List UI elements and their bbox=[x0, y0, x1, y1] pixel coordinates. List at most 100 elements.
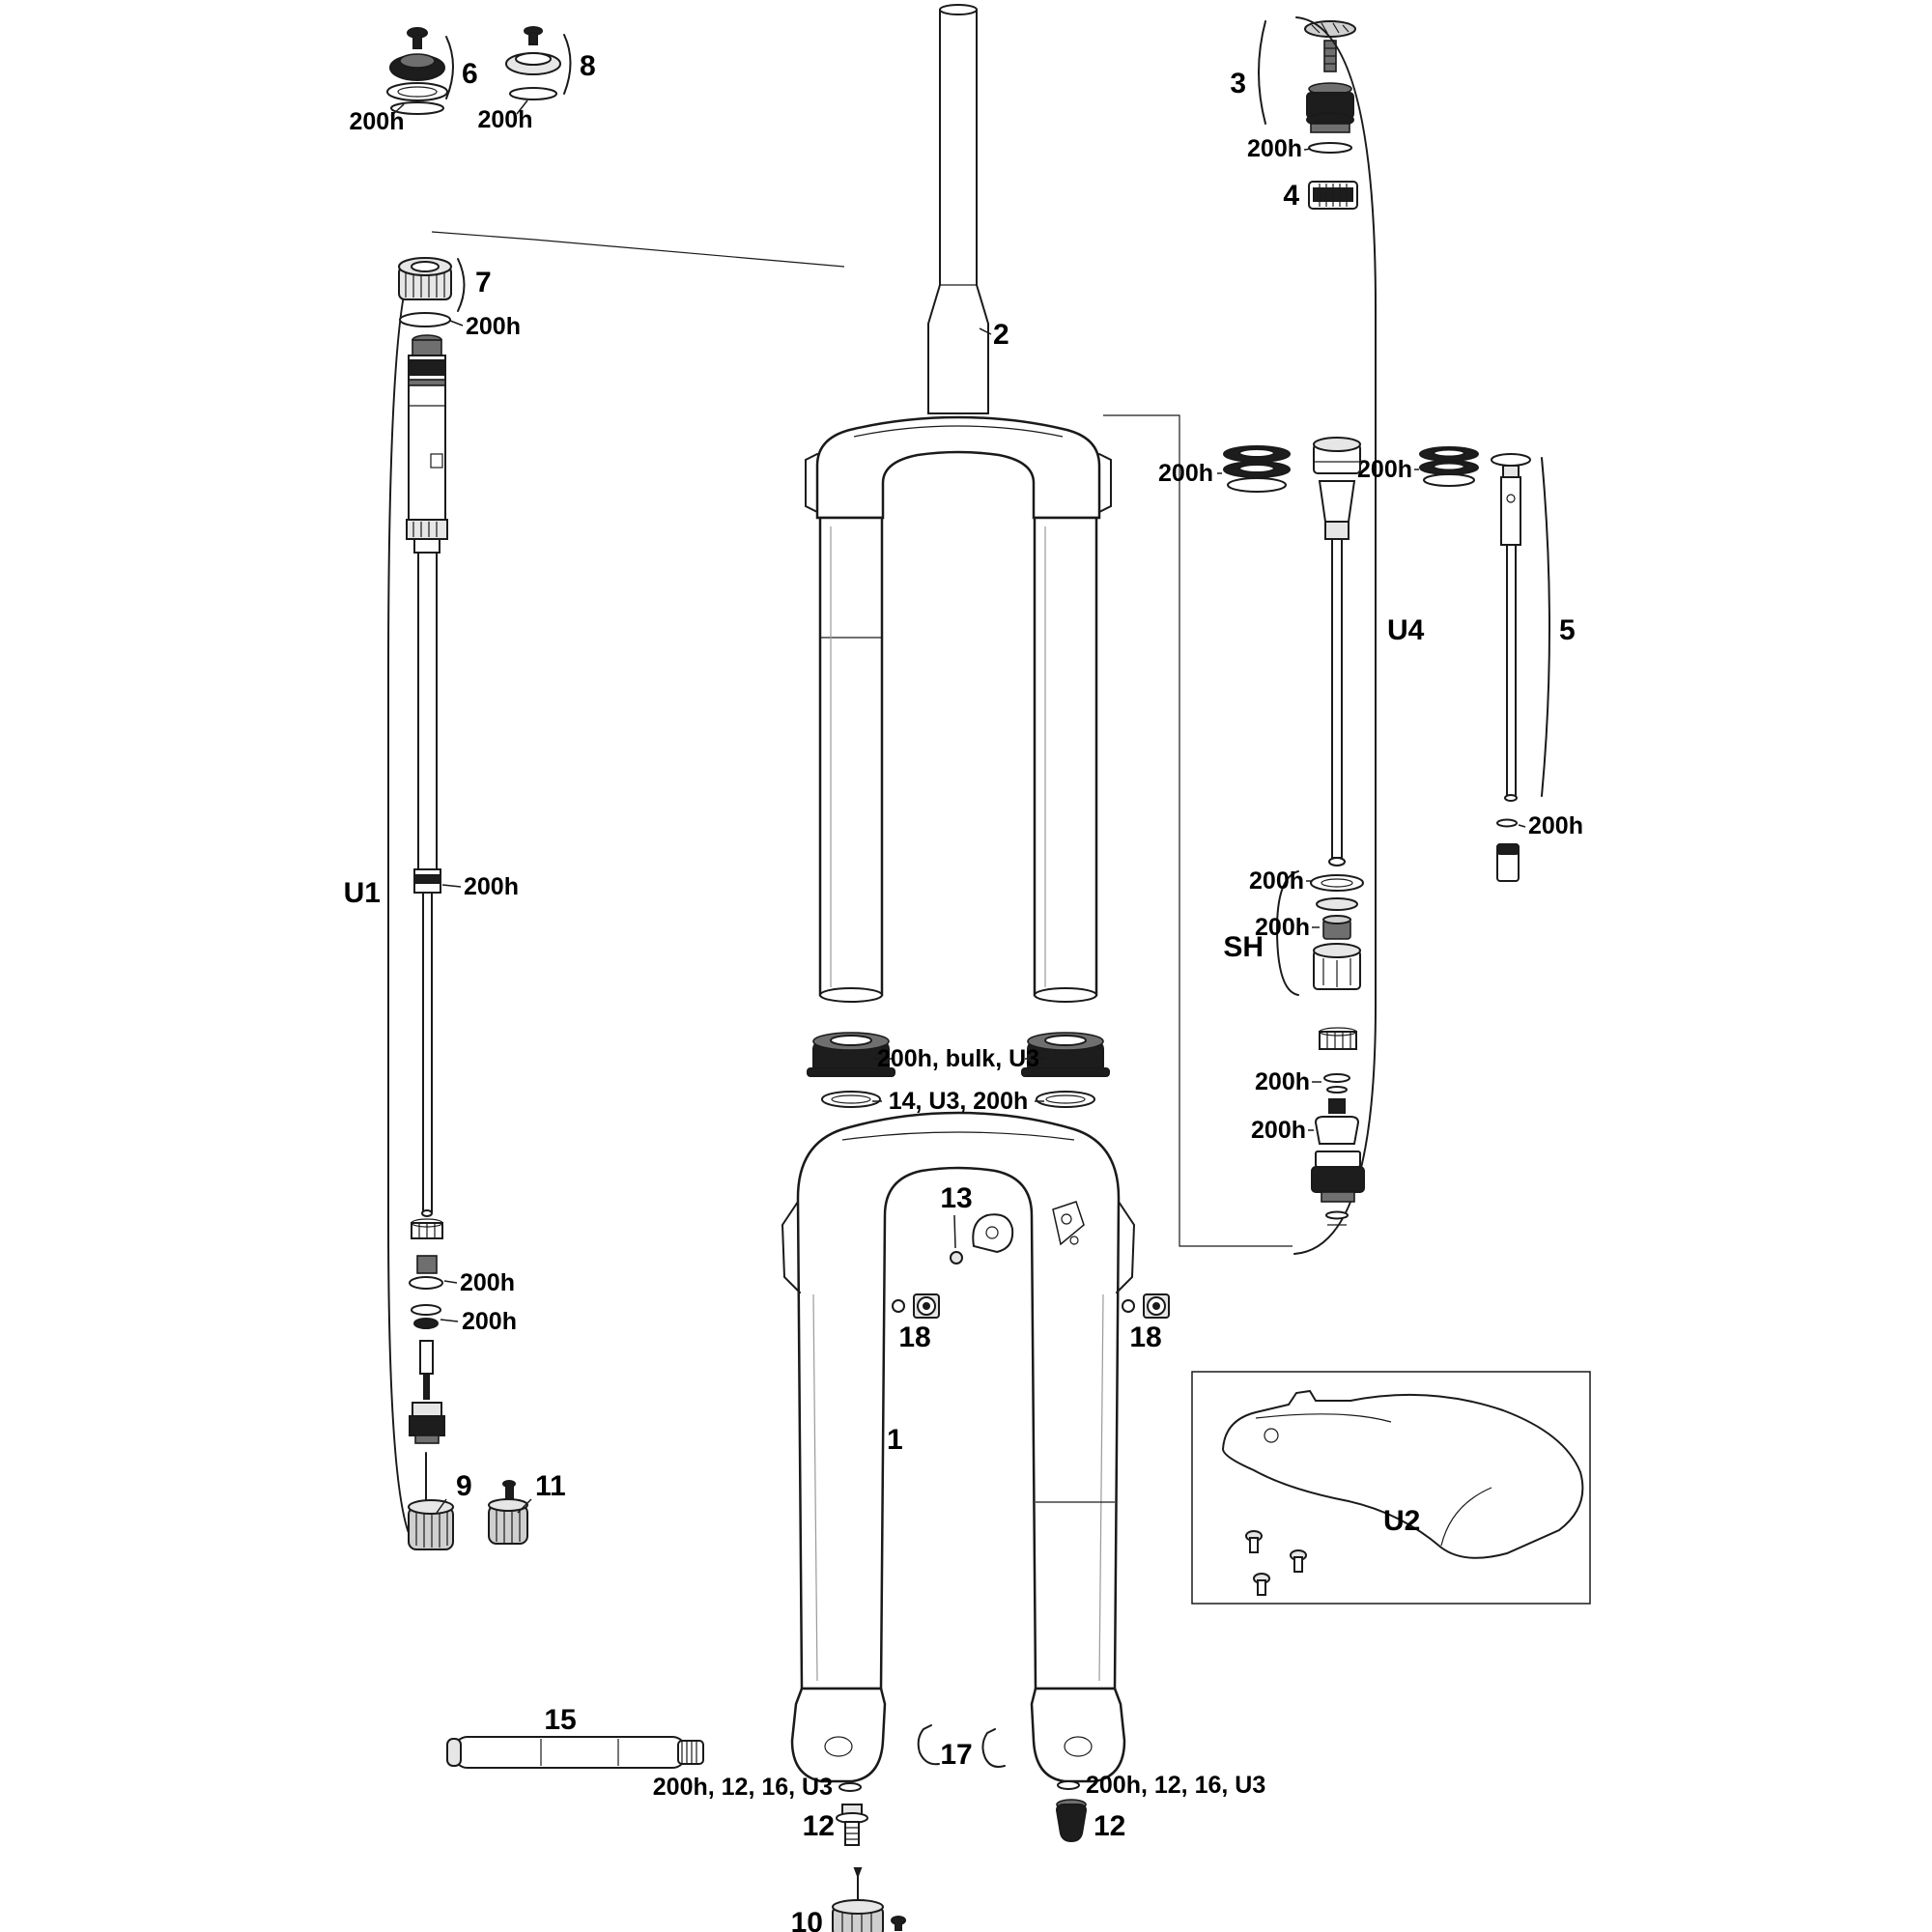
crush-washer-left bbox=[838, 1782, 862, 1792]
callout-1: 1 bbox=[887, 1424, 903, 1456]
callout-9: 9 bbox=[456, 1470, 472, 1502]
bracket-right-group bbox=[1293, 16, 1377, 1255]
callout-3: 3 bbox=[1230, 68, 1246, 99]
label-u4: U4 bbox=[1387, 614, 1425, 646]
sh-service-group: SH 200h 200h bbox=[1223, 867, 1364, 996]
callout-13: 13 bbox=[940, 1182, 972, 1214]
lower-leg-assembly: 1 13 18 18 bbox=[781, 1111, 1170, 1783]
callout-18-right: 18 bbox=[1129, 1321, 1161, 1353]
part-5-hardware: 200h bbox=[1496, 812, 1583, 882]
service-label-rings: 200h bbox=[1255, 1068, 1310, 1095]
damper-lower-hardware: 200h 200h bbox=[409, 1218, 517, 1514]
service-label-lower-b: 200h bbox=[462, 1308, 517, 1335]
bracket-u1 bbox=[387, 258, 416, 1547]
service-label-damper-collar: 200h bbox=[464, 873, 519, 900]
callout-18-left: 18 bbox=[898, 1321, 930, 1353]
callout-12-right: 12 bbox=[1094, 1810, 1125, 1842]
dust-seal-left bbox=[807, 1032, 895, 1077]
callout-10: 10 bbox=[791, 1907, 823, 1932]
fork-crown bbox=[815, 415, 1101, 520]
service-label-cup: 200h bbox=[1251, 1117, 1306, 1144]
service-label-part7: 200h bbox=[466, 313, 521, 340]
service-label-part5: 200h bbox=[1528, 812, 1583, 839]
callout-5: 5 bbox=[1559, 614, 1576, 646]
part-7-damper-top-cap: 7 200h bbox=[398, 257, 521, 340]
part-17-retaining-clips: 17 bbox=[917, 1724, 1006, 1771]
callout-15: 15 bbox=[544, 1704, 576, 1736]
service-label-seals-right: 200h bbox=[1357, 456, 1412, 483]
part-18-fitting-right: 18 bbox=[1122, 1293, 1170, 1353]
part-15-thru-axle: 15 bbox=[446, 1704, 704, 1769]
service-label-seals-left: 200h bbox=[1158, 460, 1213, 487]
part-12-bolt-right: 12 bbox=[1055, 1799, 1125, 1843]
crush-washer-right bbox=[1057, 1780, 1080, 1790]
callout-12-left: 12 bbox=[803, 1810, 835, 1842]
callout-11: 11 bbox=[535, 1470, 566, 1502]
steerer-tube bbox=[927, 9, 989, 414]
label-sh: SH bbox=[1223, 931, 1264, 963]
u1-damper-assembly: U1 7 200h bbox=[344, 257, 566, 1550]
dust-seal-right bbox=[1021, 1032, 1110, 1077]
seal-stack-left: 200h bbox=[1158, 445, 1291, 493]
label-u1: U1 bbox=[344, 877, 381, 909]
connector-lines bbox=[431, 231, 1293, 1247]
brace-part6 bbox=[445, 36, 454, 99]
callout-17: 17 bbox=[940, 1739, 972, 1771]
dust-seal-kit: 200h, bulk, U3 14, U3, 200h bbox=[807, 1032, 1110, 1115]
part-9-rebound-knob: 9 bbox=[408, 1470, 472, 1550]
brace-part8 bbox=[563, 34, 572, 95]
service-label-part6: 200h bbox=[350, 108, 405, 135]
brace-part5 bbox=[1541, 457, 1550, 797]
right-column-lower-hardware: 200h 200h bbox=[1251, 1027, 1365, 1226]
u4-air-shaft-group: 200h 200h U4 bbox=[1158, 437, 1583, 1226]
callout-2: 2 bbox=[993, 319, 1009, 351]
stanchion-right bbox=[1033, 516, 1098, 997]
hose-guide-detail bbox=[1052, 1201, 1085, 1246]
service-label-part3: 200h bbox=[1247, 135, 1302, 162]
part-11-adjuster-knob: 11 bbox=[488, 1470, 566, 1545]
crown-steerer-unit: 2 bbox=[805, 4, 1112, 1003]
fastener-kit-label-right: 200h, 12, 16, U3 bbox=[1086, 1772, 1265, 1799]
fender-bolt-1 bbox=[1245, 1530, 1263, 1553]
dropout-right bbox=[1030, 1687, 1126, 1783]
part-12-bolt-left: 12 bbox=[803, 1804, 868, 1846]
fender bbox=[1221, 1389, 1584, 1559]
u2-fender-group: U2 bbox=[1191, 1371, 1591, 1605]
damper-cartridge-body: 200h bbox=[406, 334, 519, 1217]
brace-sh bbox=[1275, 870, 1299, 996]
callout-8: 8 bbox=[580, 50, 596, 82]
part-13-mount-cap: 13 bbox=[940, 1182, 1014, 1264]
service-label-sh-2: 200h bbox=[1255, 914, 1310, 941]
service-label-sh-1: 200h bbox=[1249, 867, 1304, 895]
lowers-silhouette bbox=[796, 1111, 1121, 1690]
service-label-part8: 200h bbox=[478, 106, 533, 133]
foam-ring-kit-label: 14, U3, 200h bbox=[889, 1088, 1029, 1115]
part-18-fitting-left: 18 bbox=[892, 1293, 940, 1353]
callout-7: 7 bbox=[475, 267, 492, 298]
part-6-top-cap-assembly: 6 200h bbox=[350, 27, 478, 135]
part-8-top-cap-assembly: 8 200h bbox=[478, 26, 596, 133]
label-u2: U2 bbox=[1383, 1505, 1420, 1537]
seal-stack-right: 200h bbox=[1357, 446, 1479, 487]
fender-bolt-3 bbox=[1253, 1573, 1270, 1596]
callout-6: 6 bbox=[462, 58, 478, 90]
part-5-shaft: 5 bbox=[1491, 453, 1576, 802]
brace-part7 bbox=[457, 258, 466, 312]
callout-4: 4 bbox=[1283, 180, 1299, 212]
fastener-kit-label-left: 200h, 12, 16, U3 bbox=[653, 1774, 833, 1801]
foam-ring-right bbox=[1036, 1091, 1095, 1108]
air-shaft bbox=[1313, 437, 1361, 867]
part-4-volume-spacer: 4 bbox=[1283, 180, 1358, 212]
foam-ring-left bbox=[821, 1091, 881, 1108]
dropout-left bbox=[790, 1687, 887, 1783]
brace-part3 bbox=[1258, 20, 1266, 125]
u2-box bbox=[1191, 1371, 1591, 1605]
fender-bolt-2 bbox=[1290, 1549, 1307, 1573]
stanchion-left bbox=[818, 516, 884, 997]
bottom-fasteners: 200h, 12, 16, U3 12 200h, 12, 16, U3 12 … bbox=[653, 1724, 1265, 1932]
part-10-rebound-knob: 10 bbox=[791, 1867, 906, 1932]
seal-kit-label: 200h, bulk, U3 bbox=[877, 1045, 1039, 1072]
service-label-lower-a: 200h bbox=[460, 1269, 515, 1296]
